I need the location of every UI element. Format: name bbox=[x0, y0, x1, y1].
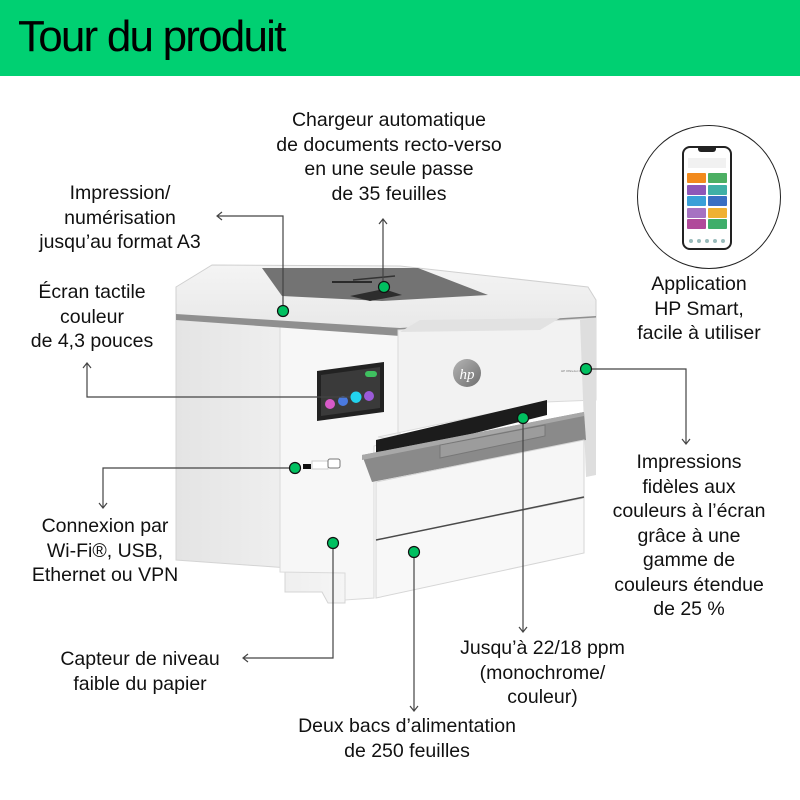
marker-touchscreen bbox=[350, 391, 362, 403]
app-tile bbox=[687, 207, 707, 218]
callout-adf: Chargeur automatique de documents recto-… bbox=[276, 109, 502, 205]
app-tile bbox=[707, 207, 727, 218]
callout-a3: Impression/ numérisation jusqu’au format… bbox=[39, 182, 201, 253]
app-tile bbox=[707, 196, 727, 206]
page-title: Tour du produit bbox=[18, 12, 286, 61]
hp-smart-app-illustration bbox=[637, 125, 781, 269]
app-tile bbox=[687, 196, 707, 206]
marker-adf bbox=[377, 280, 391, 294]
marker-trays bbox=[407, 545, 421, 559]
callout-app: Application HP Smart, facile à utiliser bbox=[637, 273, 761, 344]
app-tile bbox=[707, 173, 727, 183]
svg-text:HP OfficeJet Pro: HP OfficeJet Pro bbox=[561, 369, 584, 373]
app-tile bbox=[687, 219, 707, 229]
callout-touchscreen: Écran tactile couleur de 4,3 pouces bbox=[30, 281, 154, 352]
marker-speed bbox=[516, 411, 530, 425]
callout-trays: Deux bacs d’alimentation de 250 feuilles bbox=[298, 715, 516, 762]
app-tile bbox=[707, 184, 727, 195]
app-tile bbox=[687, 173, 707, 183]
app-tile bbox=[687, 184, 707, 195]
hp-logo: hp bbox=[460, 367, 476, 383]
smartphone-icon bbox=[682, 146, 732, 250]
marker-paper-sensor bbox=[326, 536, 340, 550]
callout-connectivity: Connexion par Wi-Fi®, USB, Ethernet ou V… bbox=[31, 515, 179, 586]
marker-a3 bbox=[276, 304, 290, 318]
app-tile bbox=[707, 219, 727, 229]
marker-color bbox=[579, 362, 593, 376]
marker-connectivity bbox=[288, 461, 302, 475]
header-banner: Tour du produit bbox=[0, 0, 800, 76]
callout-paper-sensor: Capteur de niveau faible du papier bbox=[60, 648, 220, 695]
callout-color: Impressions fidèles aux couleurs à l’écr… bbox=[612, 451, 766, 620]
leader-lines bbox=[82, 211, 691, 712]
callout-speed: Jusqu’à 22/18 ppm (monochrome/ couleur) bbox=[460, 637, 625, 708]
